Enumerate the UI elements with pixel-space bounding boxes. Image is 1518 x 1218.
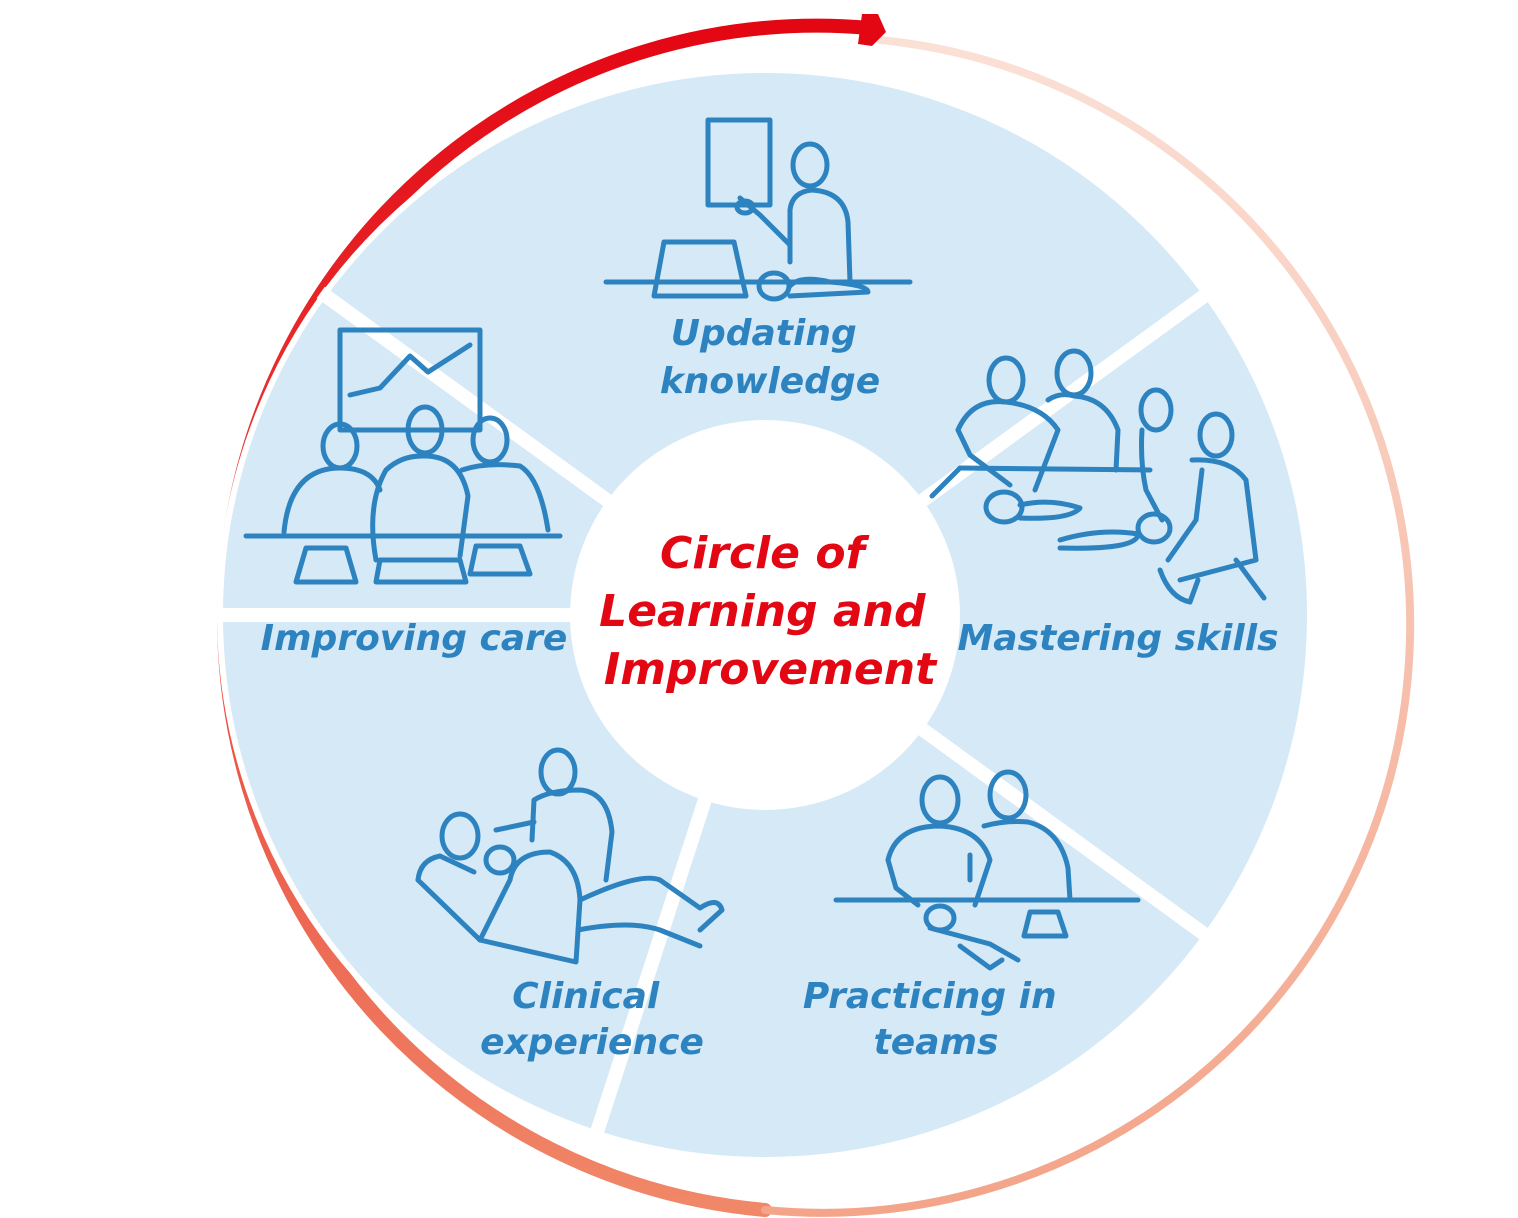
- cycle-arrow-head: [858, 14, 886, 46]
- segment-label-mastering-skills: Mastering skills: [957, 618, 1278, 659]
- center-circle: [570, 420, 960, 810]
- presentation-teacher-icon: [603, 117, 913, 302]
- team-resuscitation-icon: [833, 769, 1141, 971]
- outer-ring: [217, 67, 1313, 1163]
- segment-label-updating-knowledge: Updating knowledge: [660, 313, 880, 402]
- meeting-chart-icon: [243, 327, 563, 585]
- segment-wedge-updating-knowledge: [324, 69, 1206, 615]
- center-title: Circle of Learning and Improvement: [599, 528, 941, 695]
- patient-care-icon: [415, 747, 725, 965]
- skills-training-group-icon: [929, 348, 1267, 605]
- cycle-arrow-right-arc: [761, 36, 1415, 1217]
- segment-label-practicing-in-teams: Practicing in teams: [803, 976, 1069, 1063]
- segment-wedge-mastering-skills: [765, 294, 1311, 936]
- segment-label-clinical-experience: Clinical experience: [480, 976, 704, 1063]
- segment-label-improving-care: Improving care: [261, 618, 568, 659]
